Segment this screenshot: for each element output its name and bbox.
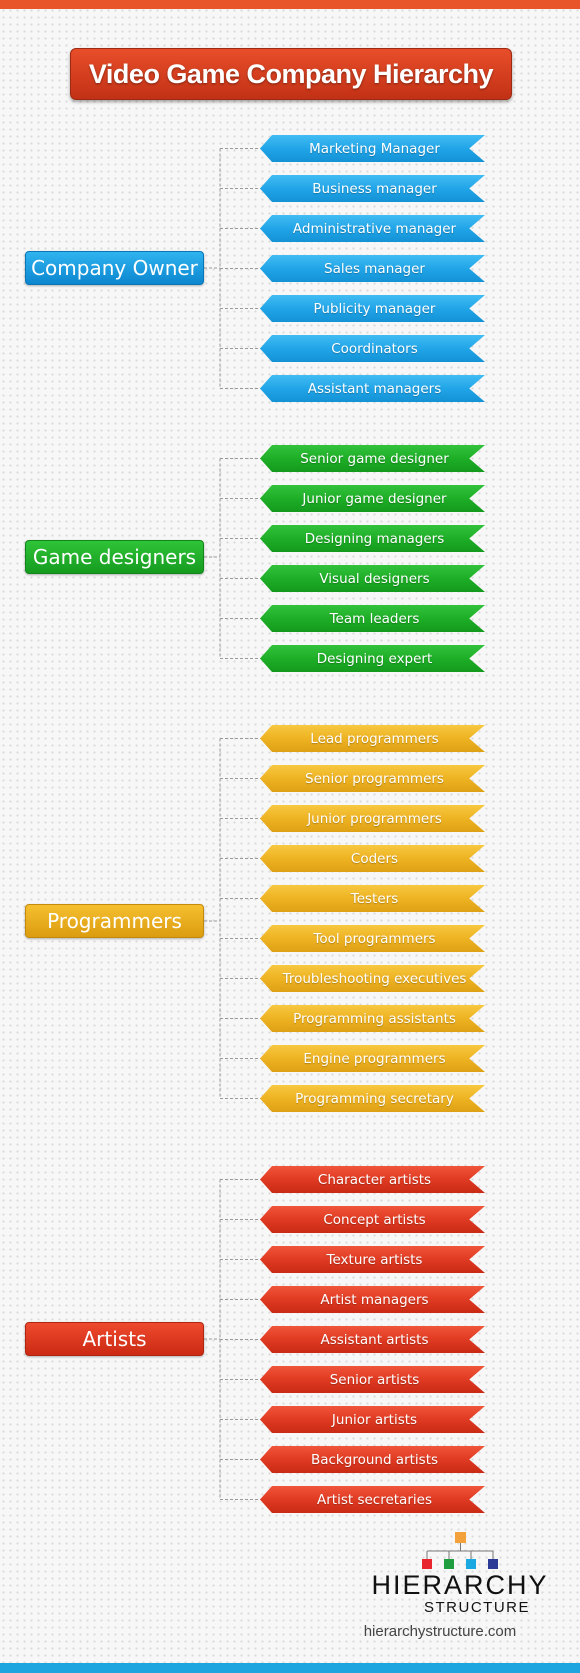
root-node: Artists [25,1322,204,1356]
logo-blue-square [466,1559,476,1569]
child-node-label: Character artists [317,1171,432,1188]
child-node: Assistant artists [260,1326,485,1353]
child-node: Coordinators [260,335,485,362]
child-node: Publicity manager [260,295,485,322]
logo-name: HIERARCHY [371,1570,549,1600]
child-node-label: Marketing Manager [309,140,440,157]
child-node-label: Senior programmers [305,770,444,787]
child-node-label: Programming assistants [293,1010,456,1027]
child-node-label: Coders [350,850,399,867]
child-node-label: Concept artists [323,1211,426,1228]
child-node: Troubleshooting executives [260,965,485,992]
child-node-label: Background artists [310,1451,439,1468]
child-node: Marketing Manager [260,135,485,162]
child-node: Senior game designer [260,445,485,472]
child-node: Background artists [260,1446,485,1473]
logo-subtitle: STRUCTURE [424,1599,530,1616]
hierarchy-structure-logo: HIERARCHY STRUCTURE hierarchystructure.c… [364,1523,555,1643]
root-node: Company Owner [25,251,204,285]
child-node: Lead programmers [260,725,485,752]
child-node-label: Junior artists [331,1411,418,1428]
page-title: Video Game Company Hierarchy [88,58,494,89]
child-node-label: Business manager [312,180,437,197]
logo-top-square [455,1532,466,1543]
child-node-label: Assistant artists [320,1331,429,1348]
child-node: Assistant managers [260,375,485,402]
child-node-label: Administrative manager [292,220,457,237]
root-node: Game designers [25,540,204,574]
child-node: Testers [260,885,485,912]
child-node-label: Artist managers [320,1291,429,1308]
child-node: Programming secretary [260,1085,485,1112]
child-node-label: Sales manager [324,260,425,277]
child-node: Junior game designer [260,485,485,512]
child-node-label: Programming secretary [295,1090,454,1107]
child-node-label: Lead programmers [310,730,439,747]
bottom-accent-bar [0,1663,580,1673]
child-node-label: Team leaders [329,610,420,627]
child-node: Designing managers [260,525,485,552]
child-node-label: Troubleshooting executives [282,970,467,987]
child-node: Sales manager [260,255,485,282]
child-node: Tool programmers [260,925,485,952]
child-node-label: Publicity manager [313,300,436,317]
child-node: Artist secretaries [260,1486,485,1513]
root-node: Programmers [25,904,204,938]
org-chart-icon [422,1532,498,1569]
child-node-label: Designing expert [316,650,433,667]
child-node: Coders [260,845,485,872]
child-node-label: Engine programmers [303,1050,446,1067]
child-node: Texture artists [260,1246,485,1273]
child-node-label: Junior programmers [307,810,442,827]
child-node-label: Testers [350,890,399,907]
child-node: Visual designers [260,565,485,592]
child-node-label: Texture artists [326,1251,423,1268]
child-node: Junior programmers [260,805,485,832]
child-node: Concept artists [260,1206,485,1233]
child-node: Junior artists [260,1406,485,1433]
child-node-label: Designing managers [304,530,445,547]
child-node-label: Coordinators [331,340,418,357]
child-node-label: Tool programmers [313,930,436,947]
child-node-label: Senior game designer [300,450,449,467]
child-node: Business manager [260,175,485,202]
child-node: Administrative manager [260,215,485,242]
child-node-label: Assistant managers [307,380,442,397]
logo-green-square [444,1559,454,1569]
logo-navy-square [488,1559,498,1569]
logo-red-square [422,1559,432,1569]
child-node: Senior artists [260,1366,485,1393]
logo-url: hierarchystructure.com [363,1623,517,1640]
child-node-label: Junior game designer [302,490,447,507]
child-node: Designing expert [260,645,485,672]
child-node: Programming assistants [260,1005,485,1032]
child-node: Team leaders [260,605,485,632]
child-node: Artist managers [260,1286,485,1313]
child-node: Engine programmers [260,1045,485,1072]
child-node: Character artists [260,1166,485,1193]
child-node-label: Visual designers [319,570,430,587]
child-node-label: Senior artists [329,1371,420,1388]
child-node-label: Artist secretaries [317,1491,432,1508]
child-node: Senior programmers [260,765,485,792]
top-accent-bar [0,0,580,9]
title-banner: Video Game Company Hierarchy [70,48,512,100]
